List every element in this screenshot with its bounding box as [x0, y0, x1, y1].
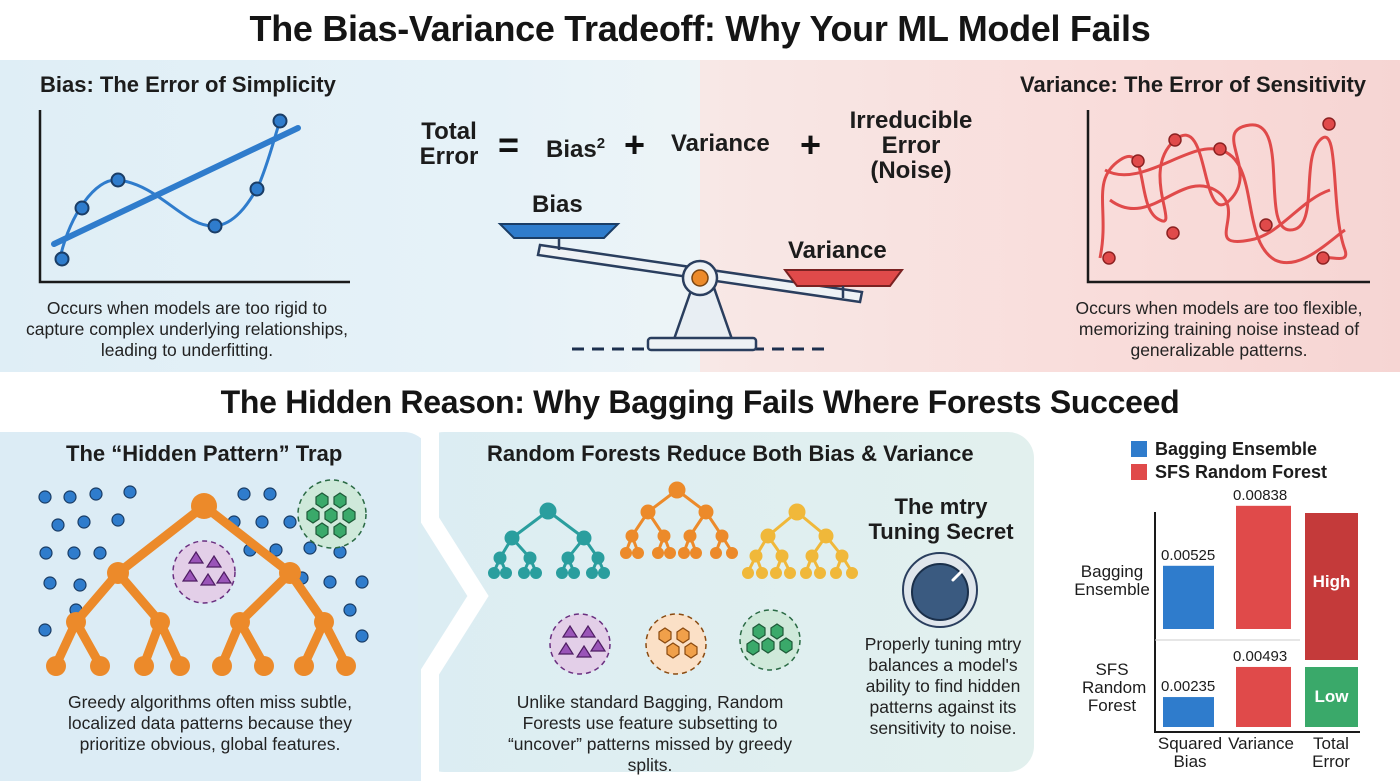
chart-axis — [1154, 512, 1360, 733]
variance-plot — [1086, 110, 1370, 284]
legend-swatch-sfs — [1131, 464, 1147, 480]
bar-bagging-squared-bias — [1163, 565, 1214, 629]
pattern-green — [739, 609, 801, 671]
eq-superscript: 2 — [596, 135, 606, 152]
forest-tree-teal — [488, 502, 610, 579]
eq-total-error: Total Error — [419, 118, 479, 170]
greedy-tree — [51, 501, 351, 670]
variance-panel — [700, 60, 1400, 372]
row-label-sfs: SFS Random Forest — [1082, 660, 1147, 715]
mtry-description: Properly tuning mtry balances a model's … — [864, 634, 1022, 738]
label-bagging-variance: 0.00838 — [1233, 487, 1287, 504]
pattern-purple — [549, 613, 611, 675]
green-cluster — [297, 479, 367, 549]
variance-description: Occurs when models are too flexible, mem… — [1075, 298, 1363, 360]
eq-plus-1: + — [624, 124, 646, 165]
eq-variance: Variance — [671, 130, 770, 157]
variance-heading: Variance: The Error of Sensitivity — [1020, 72, 1367, 97]
hidden-trap-heading: The “Hidden Pattern” Trap — [66, 441, 343, 466]
label-total-high: High — [1313, 572, 1351, 591]
label-bagging-squared-bias: 0.00525 — [1161, 547, 1215, 564]
row-label-bagging: Bagging Ensemble — [1074, 562, 1150, 599]
bar-total-error-high — [1305, 513, 1358, 660]
section2-title: The Hidden Reason: Why Bagging Fails Whe… — [220, 384, 1180, 420]
scale-bias-label: Bias — [532, 191, 583, 218]
label-total-low: Low — [1315, 687, 1350, 706]
mtry-heading: The mtry Tuning Secret — [868, 494, 1014, 544]
random-forest-heading: Random Forests Reduce Both Bias & Varian… — [487, 441, 974, 466]
mtry-knob-icon — [902, 552, 978, 628]
label-sfs-variance: 0.00493 — [1233, 648, 1287, 665]
x-tick-total-error: Total Error — [1312, 734, 1350, 771]
legend-bagging: Bagging Ensemble — [1155, 439, 1318, 459]
eq-irreducible: Irreducible Error (Noise) — [849, 107, 973, 184]
eq-bias-squared: Bias2 — [546, 135, 606, 163]
forest-tree-yellow — [742, 503, 858, 579]
forest-tree-orange — [620, 481, 738, 559]
hidden-trap-description: Greedy algorithms often miss subtle, loc… — [67, 692, 353, 754]
purple-cluster — [172, 540, 236, 604]
pattern-orange — [645, 613, 707, 675]
legend-sfs: SFS Random Forest — [1155, 462, 1328, 482]
label-sfs-squared-bias: 0.00235 — [1161, 678, 1215, 695]
scatter-dots — [38, 485, 369, 643]
x-tick-squared-bias: Squared Bias — [1157, 734, 1223, 771]
greedy-tree-nodes — [46, 493, 356, 676]
legend-swatch-bagging — [1131, 441, 1147, 457]
random-forest-description: Unlike standard Bagging, Random Forests … — [507, 692, 793, 775]
bar-bagging-variance — [1236, 505, 1291, 629]
eq-plus-2: + — [800, 124, 822, 165]
bar-total-error-low — [1305, 667, 1358, 727]
eq-equals: = — [498, 124, 520, 165]
bias-heading: Bias: The Error of Simplicity — [40, 72, 336, 97]
main-title: The Bias-Variance Tradeoff: Why Your ML … — [249, 8, 1151, 49]
bias-plot — [38, 110, 350, 284]
bar-sfs-variance — [1236, 666, 1291, 727]
x-tick-variance: Variance — [1228, 734, 1294, 753]
scale-variance-label: Variance — [788, 237, 887, 264]
balance-scale — [497, 223, 904, 352]
bar-sfs-squared-bias — [1163, 697, 1214, 727]
bias-description: Occurs when models are too rigid to capt… — [26, 298, 348, 360]
